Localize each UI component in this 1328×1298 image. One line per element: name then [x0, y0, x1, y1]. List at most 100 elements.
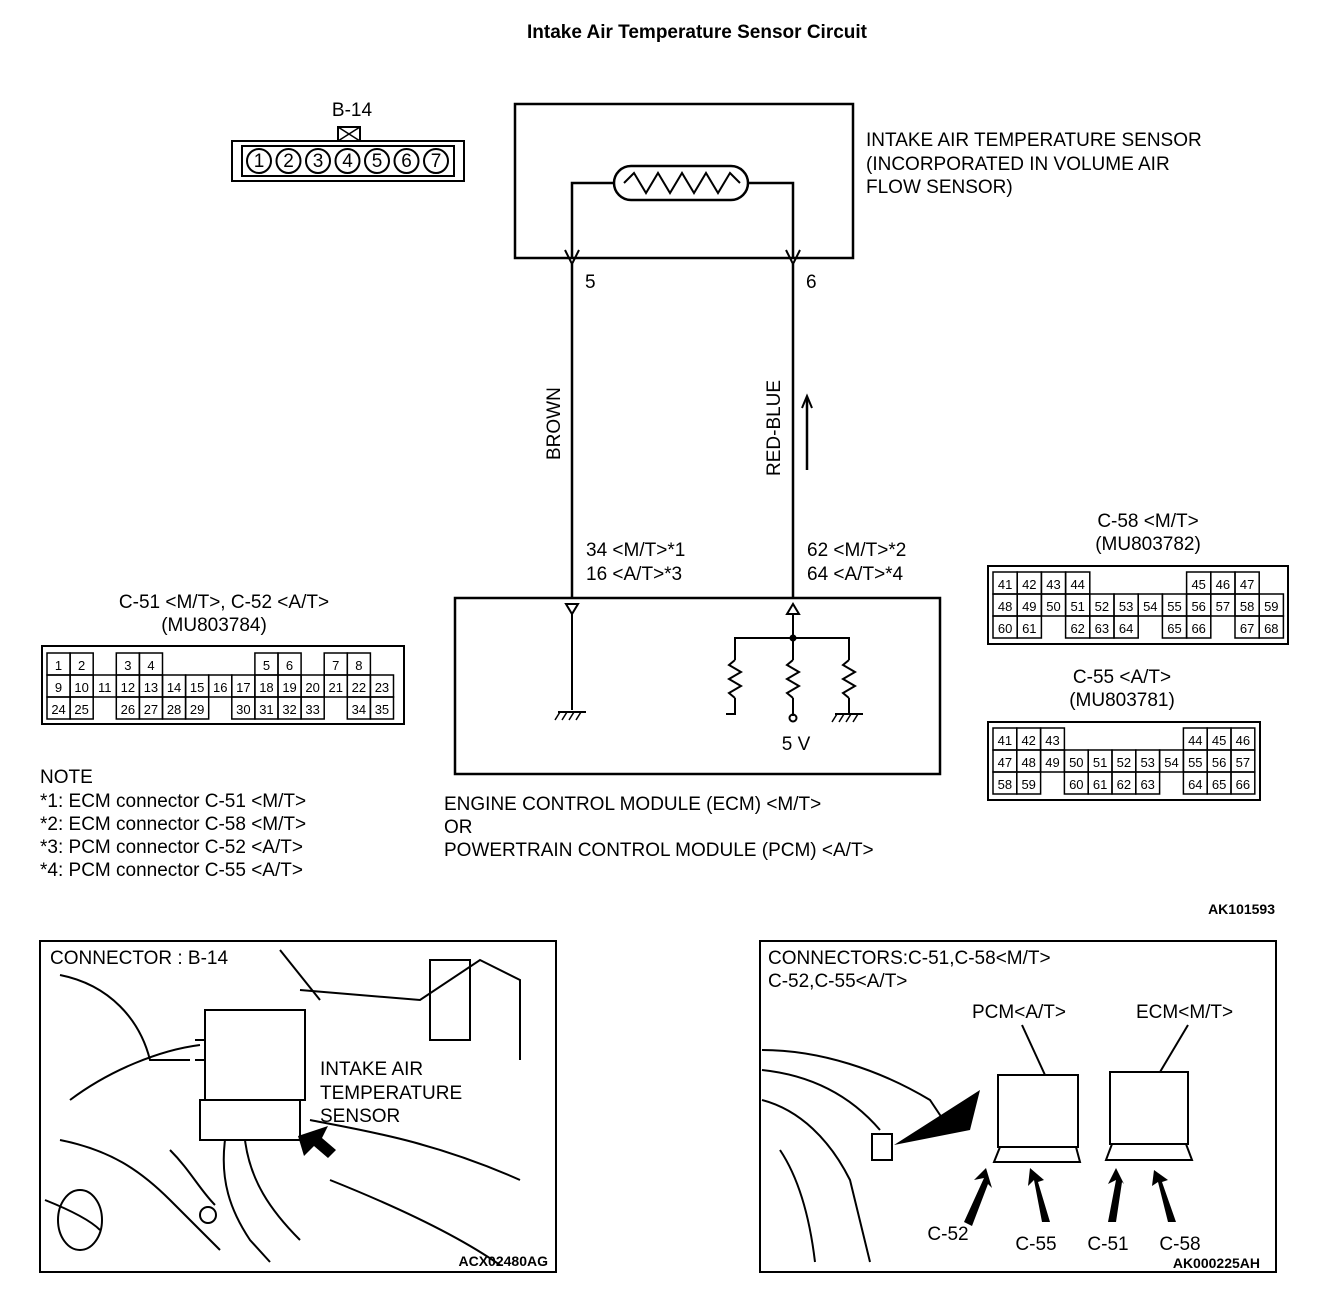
note-item-2: *2: ECM connector C-58 <M/T> — [40, 814, 306, 835]
c51-pin-label: 23 — [375, 680, 389, 695]
c51-pin-label: 31 — [259, 702, 273, 717]
c51-pin-label: 4 — [147, 658, 154, 673]
thermistor-icon — [612, 164, 750, 202]
c51-pin-cell — [369, 696, 395, 720]
c58-pin-label: 63 — [1095, 621, 1109, 636]
c51-pin-label: 8 — [355, 658, 362, 673]
c51-pin-label: 7 — [332, 658, 339, 673]
c51-pin-label: 29 — [190, 702, 204, 717]
c58-pin-label: 59 — [1264, 599, 1278, 614]
resistor-icon — [785, 659, 801, 699]
c55-pin-label: 52 — [1117, 755, 1131, 770]
c55-pin-label: 57 — [1236, 755, 1250, 770]
c55-pin-label: 49 — [1045, 755, 1059, 770]
c55-pin-label: 65 — [1212, 777, 1226, 792]
c55-pin-label: 62 — [1117, 777, 1131, 792]
photo-left-callout-3: SENSOR — [320, 1106, 400, 1127]
c58-pin-label: 44 — [1070, 577, 1084, 592]
connector-c55-title: C-55 <A/T> — [1073, 667, 1171, 688]
c58-pin-label: 68 — [1264, 621, 1278, 636]
c51-pin-label: 30 — [236, 702, 250, 717]
ground-icon — [831, 713, 863, 723]
connector-b14-label: B-14 — [332, 100, 373, 121]
b14-pin-label: 6 — [401, 151, 412, 172]
c55-pin-label: 47 — [998, 755, 1012, 770]
photo-connectors-ecm: CONNECTORS:C-51,C-58<M/T> C-52,C-55<A/T>… — [759, 940, 1277, 1273]
b14-pin — [393, 148, 420, 174]
c58-pin-cell — [1185, 615, 1212, 639]
sensor-box: INTAKE AIR TEMPERATURE SENSOR (INCORPORA… — [513, 102, 1202, 293]
b14-pin — [275, 148, 302, 174]
c58-pin-label: 55 — [1167, 599, 1181, 614]
c51-pin-label: 3 — [124, 658, 131, 673]
c51-pin-label: 35 — [375, 702, 389, 717]
ecm-pin-left-mt: 34 <M/T>*1 — [586, 540, 685, 561]
wire-color-red-blue: RED-BLUE — [764, 380, 785, 476]
c51-pin-label: 17 — [236, 680, 250, 695]
c55-pin-label: 50 — [1069, 755, 1083, 770]
c58-pin-label: 49 — [1022, 599, 1036, 614]
photo-left-callout-1: INTAKE AIR — [320, 1059, 423, 1080]
wire-color-brown: BROWN — [544, 387, 565, 460]
c58-pin-cell — [1016, 615, 1043, 639]
c58-pin-label: 61 — [1022, 621, 1036, 636]
c51-pin-cell — [300, 696, 325, 720]
b14-pin — [334, 148, 361, 174]
b14-pin — [423, 148, 449, 174]
c55-pin-label: 54 — [1164, 755, 1178, 770]
c55-pin-cell — [1135, 771, 1161, 795]
c51-pin-label: 2 — [78, 658, 85, 673]
c51-pin-label: 16 — [213, 680, 227, 695]
connector-label-c55: C-55 — [1015, 1234, 1056, 1255]
connector-c55-part: (MU803781) — [1069, 690, 1175, 711]
c58-pin-label: 47 — [1240, 577, 1254, 592]
pcm-label: PCM<A/T> — [972, 1002, 1066, 1023]
c51-pin-label: 9 — [55, 680, 62, 695]
wires: BROWN RED-BLUE 34 <M/T>*1 16 <A/T>*3 62 … — [544, 264, 906, 598]
c55-pin-label: 44 — [1188, 733, 1202, 748]
connector-label-c58: C-58 — [1159, 1234, 1200, 1255]
sensor-name-line-3: FLOW SENSOR) — [866, 177, 1013, 198]
c55-pin-label: 53 — [1140, 755, 1154, 770]
c51-pin-label: 6 — [286, 658, 293, 673]
c58-pin-label: 66 — [1191, 621, 1205, 636]
b14-pin-label: 4 — [342, 151, 353, 172]
c55-pin-label: 60 — [1069, 777, 1083, 792]
b14-pin-label: 1 — [254, 151, 265, 172]
note-item-1: *1: ECM connector C-51 <M/T> — [40, 791, 306, 812]
c51-pin-cell — [184, 696, 210, 720]
sensor-pin-6: 6 — [806, 272, 817, 293]
c51-pin-label: 26 — [121, 702, 135, 717]
b14-pin — [246, 148, 272, 174]
c55-pin-label: 46 — [1236, 733, 1250, 748]
c51-pin-label: 27 — [144, 702, 158, 717]
c55-pin-label: 64 — [1188, 777, 1202, 792]
b14-pin-label: 3 — [313, 151, 324, 172]
c58-pin-label: 48 — [998, 599, 1012, 614]
c58-pin-label: 54 — [1143, 599, 1157, 614]
diagram-code: AK101593 — [1208, 901, 1275, 917]
c58-pin-label: 57 — [1216, 599, 1230, 614]
c51-pin-label: 32 — [282, 702, 296, 717]
c51-pin-label: 28 — [167, 702, 181, 717]
diagram-title: Intake Air Temperature Sensor Circuit — [527, 22, 868, 43]
c55-pin-label: 63 — [1140, 777, 1154, 792]
c58-pin-cell — [1258, 615, 1285, 639]
c55-pin-label: 41 — [998, 733, 1012, 748]
c51-pin-label: 34 — [352, 702, 366, 717]
c58-pin-label: 58 — [1240, 599, 1254, 614]
c51-pin-label: 33 — [305, 702, 319, 717]
c55-pin-label: 61 — [1093, 777, 1107, 792]
c58-pin-label: 64 — [1119, 621, 1133, 636]
supply-voltage: 5 V — [782, 734, 811, 755]
c58-pin-cell — [1113, 615, 1139, 639]
note-item-4: *4: PCM connector C-55 <A/T> — [40, 860, 303, 881]
c51-pin-label: 22 — [352, 680, 366, 695]
c55-pin-label: 56 — [1212, 755, 1226, 770]
ecm-box: 5 V ENGINE CONTROL MODULE (ECM) <M/T> OR… — [444, 596, 942, 861]
c58-pin-label: 46 — [1216, 577, 1230, 592]
